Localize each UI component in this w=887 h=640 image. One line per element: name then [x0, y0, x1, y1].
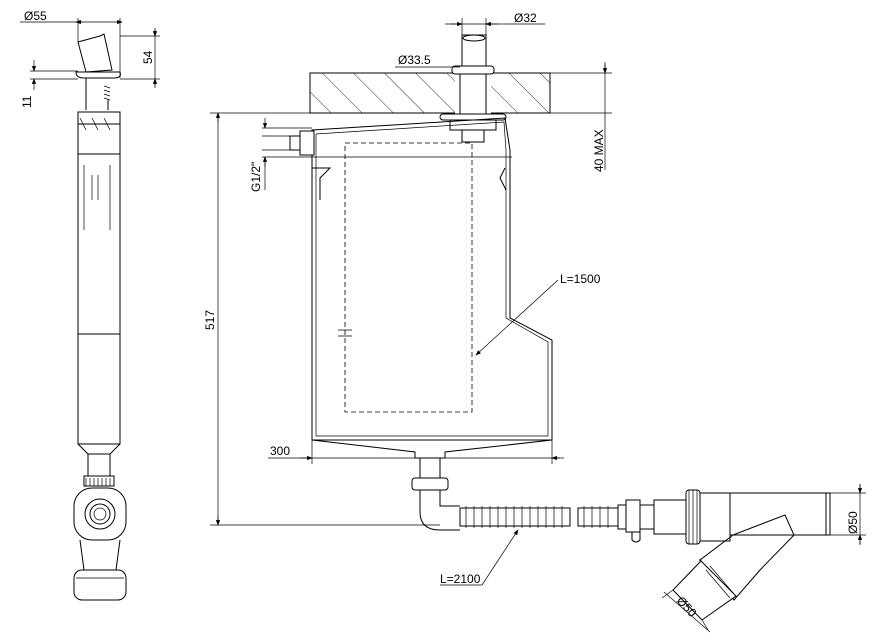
label-inlet-hose-length: L=1500 [560, 272, 601, 286]
trap-outlet [84, 498, 116, 530]
y-fitting-main [729, 492, 831, 536]
dim-diameter-50-main: Ø50 [846, 511, 860, 534]
dim-height-11: 11 [20, 95, 34, 108]
dim-40-max: 40 MAX [592, 129, 606, 172]
pipe-top-coupling [77, 111, 121, 125]
corrugated-hose [459, 506, 619, 528]
dim-height-54: 54 [141, 50, 155, 64]
hose-clamp [625, 499, 641, 533]
trap-body [73, 487, 127, 541]
side-view: Ø55 54 11 [20, 9, 160, 601]
dim-height-517: 517 [203, 310, 217, 330]
tap-head [77, 33, 113, 73]
dim-diameter-55: Ø55 [24, 9, 47, 23]
inlet-fitting [299, 130, 315, 156]
dim-width-300: 300 [270, 444, 290, 458]
inlet-hose-path [344, 142, 473, 413]
dim-diameter-33-5: Ø33.5 [398, 53, 431, 67]
label-drain-hose-length: L=2100 [440, 572, 481, 586]
countertop: Ø32 Ø33.5 40 MAX [309, 11, 612, 172]
dim-diameter-32: Ø32 [514, 11, 537, 25]
dim-g1-2-thread: G1/2" [249, 162, 263, 192]
tap-flange [75, 71, 121, 79]
tank: G1/2" 517 300 L=1500 [203, 112, 601, 531]
drain-assembly: Ø50 Ø50 L=2100 [440, 484, 866, 633]
trap-cup [73, 569, 127, 601]
